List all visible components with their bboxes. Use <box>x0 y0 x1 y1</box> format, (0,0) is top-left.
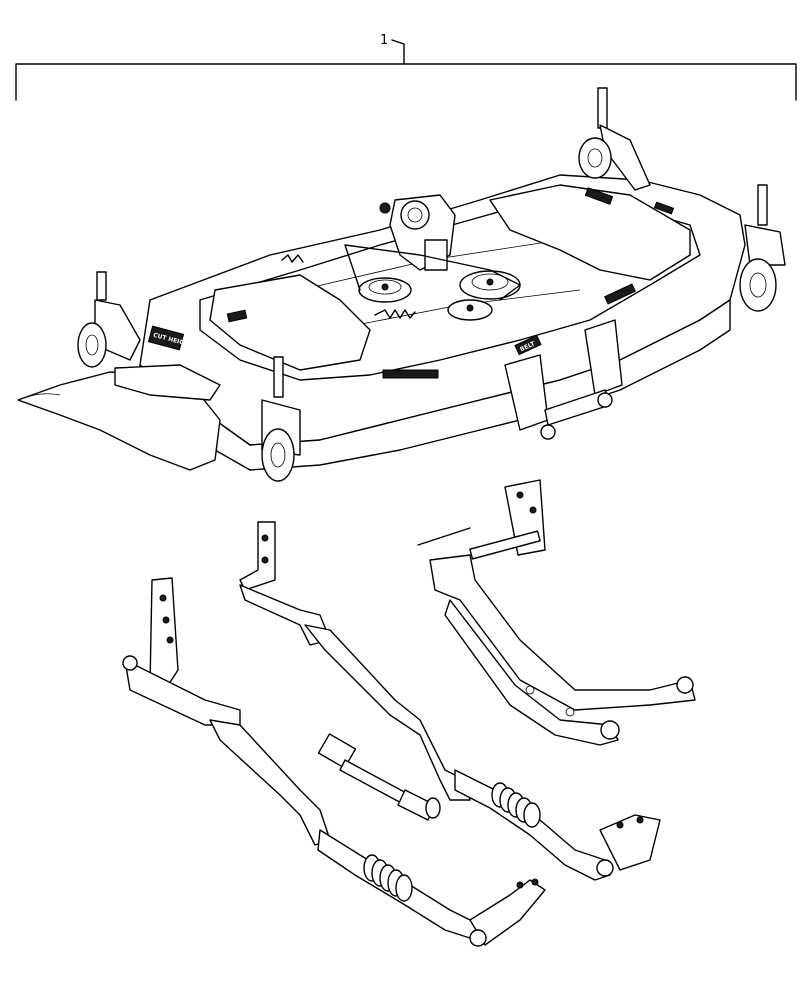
caster-front-right <box>261 356 301 482</box>
gearbox <box>379 194 456 271</box>
caster-rear-left <box>578 87 651 191</box>
pulley-left <box>358 277 412 303</box>
callout-bracket: 1 <box>15 33 797 101</box>
left-spring <box>363 854 413 902</box>
caster-rear-right <box>739 184 786 312</box>
caster-front-left <box>77 271 141 368</box>
belt-decal <box>514 334 542 356</box>
discharge-chute <box>17 364 221 471</box>
cut-height-decal <box>147 325 185 351</box>
left-lift-rod-assembly <box>122 577 546 947</box>
front-hitch-brackets <box>504 319 623 440</box>
hanger-lift-bracket <box>417 479 696 746</box>
pto-drive-shaft <box>317 733 441 821</box>
right-lift-rod-assembly <box>239 521 661 881</box>
callout-number: 1 <box>380 33 388 48</box>
right-spring <box>491 782 541 828</box>
pulley-center <box>447 299 493 321</box>
mower-deck-assembly: CUT HEIGHT BELT <box>17 87 786 482</box>
pulley-right <box>459 270 521 300</box>
